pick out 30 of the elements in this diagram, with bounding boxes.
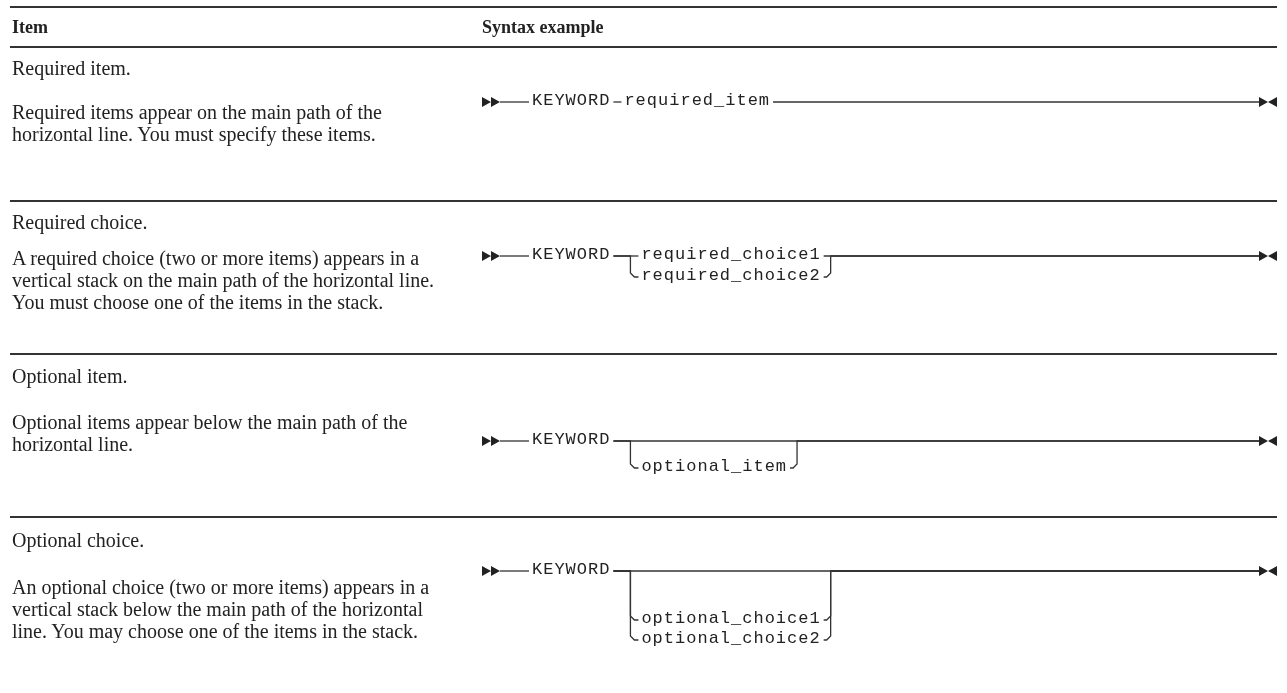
- description-text: Required item.: [12, 57, 131, 79]
- description-text: A required choice (two or more items) appears in a vertical stack on the main path of the horizontal line. You must choose one of the items in the stack.: [12, 247, 436, 313]
- syntax-item: required_choice2: [641, 267, 821, 285]
- syntax-rail-line: [823, 570, 1260, 641]
- syntax-item: optional_choice1: [641, 610, 821, 628]
- syntax-keyword: KEYWORD: [532, 92, 611, 110]
- syntax-keyword: KEYWORD: [532, 246, 611, 264]
- syntax-rail-line: [789, 440, 1260, 469]
- syntax-rail-line: [772, 101, 1260, 103]
- syntax-rail-line: [499, 101, 530, 103]
- syntax-item: required_item: [624, 92, 771, 110]
- syntax-rail-line: [612, 255, 640, 278]
- syntax-keyword: KEYWORD: [532, 561, 611, 579]
- syntax-item: optional_item: [641, 458, 788, 476]
- syntax-item: optional_choice2: [641, 630, 821, 648]
- syntax-rail-line: [499, 255, 530, 257]
- syntax-item: required_choice1: [641, 246, 821, 264]
- description-text: Optional item.: [12, 365, 128, 387]
- syntax-keyword: KEYWORD: [532, 431, 611, 449]
- description-text: Required choice.: [12, 211, 148, 233]
- column-header: Syntax example: [482, 16, 604, 38]
- syntax-rail-line: [823, 255, 1260, 278]
- syntax-rail-line: [499, 440, 530, 442]
- description-text: Required items appear on the main path of the horizontal line. You must specify these items.: [12, 101, 383, 145]
- description-text: Optional items appear below the main path of the horizontal line.: [12, 411, 409, 455]
- description-text: Optional choice.: [12, 529, 145, 551]
- syntax-rail-line: [499, 570, 530, 572]
- column-header: Item: [12, 16, 48, 38]
- description-text: An optional choice (two or more items) appears in a vertical stack below the main path of the horizontal line. You may choose one of the items in the stack.: [12, 576, 431, 642]
- syntax-rail-line: [612, 101, 623, 103]
